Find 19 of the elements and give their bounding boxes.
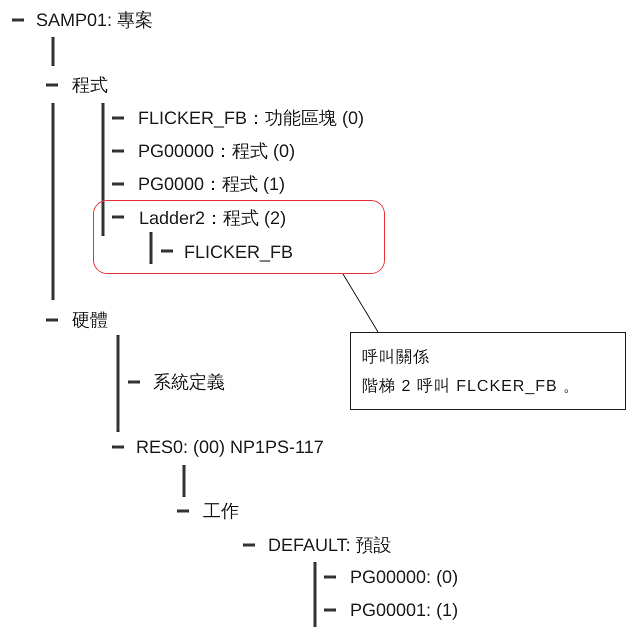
tree-item-label: PG00001: (1) [350,599,458,621]
tree-item-label: DEFAULT: 預設 [268,534,392,556]
callout-box [350,332,626,410]
tree-item-label: RES0: (00) NP1PS-117 [136,436,324,458]
tree-item-label: 工作 [203,500,239,522]
tree-item-label: FLICKER_FB [184,241,294,263]
highlight-box [93,200,385,274]
leader-line [342,274,378,332]
tree-item-label: 硬體 [72,309,108,331]
tree-item-label: SAMP01: 專案 [36,9,154,31]
tree-item-label: PG00000: (0) [350,566,458,588]
tree-item-label: Ladder2：程式 (2) [139,207,286,229]
tree-item-label: PG00000：程式 (0) [138,140,296,162]
callout-text: 階梯 2 呼叫 FLCKER_FB 。 [362,376,582,397]
tree-item-label: 系統定義 [153,371,225,393]
tree-item-label: PG0000：程式 (1) [138,173,286,195]
tree-item-label: 程式 [72,74,108,96]
callout-heading: 呼叫關係 [362,348,431,368]
tree-item-label: FLICKER_FB：功能區塊 (0) [138,107,364,129]
